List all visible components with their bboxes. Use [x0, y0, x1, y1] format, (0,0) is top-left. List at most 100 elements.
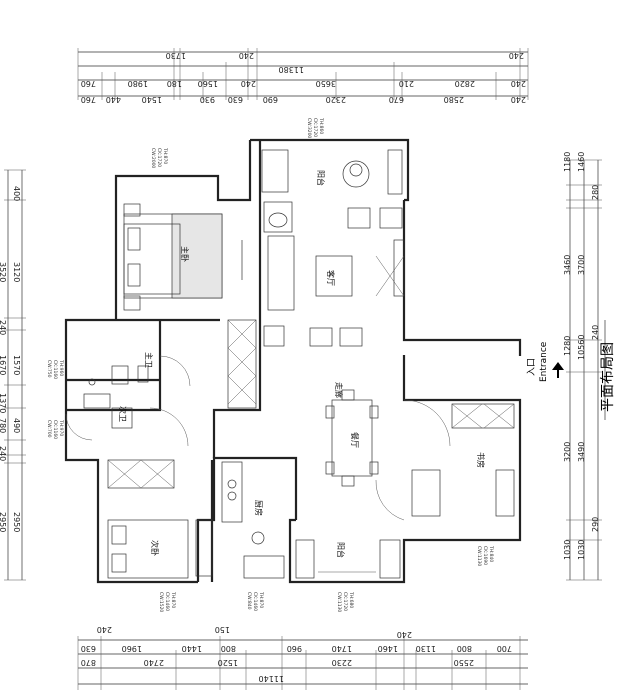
win-note-k-1: CK:1460 [252, 592, 258, 611]
dim-right-2: 280 [591, 185, 600, 200]
dim-right-7: 10560 [577, 335, 586, 360]
dim-right-1: 1460 [577, 152, 586, 172]
dim-right-0: 1180 [563, 152, 572, 172]
dim-left-1: 3520 [0, 262, 7, 282]
dim-right-11: 1030 [563, 540, 572, 560]
dim-bot-r2-3: 800 [221, 644, 236, 653]
win-note-bb-2: TH:680 [348, 591, 354, 608]
dim-bot-r3-0: 870 [81, 658, 96, 667]
dim-left-11: 2950 [12, 512, 21, 532]
dim-top-r2-2: 180 [167, 79, 182, 88]
dim-right-10: 290 [591, 517, 600, 532]
dim-top-r2-3: 1560 [198, 79, 218, 88]
room-label-kitchen: 厨房 [254, 500, 264, 516]
dim-bot-r3-4: 2550 [454, 658, 474, 667]
dim-left-8: 490 [12, 418, 21, 433]
room-label-main-bath: 主卫 [144, 352, 154, 368]
dim-right-3: 3460 [563, 255, 572, 275]
dim-right-4: 3700 [577, 255, 586, 275]
room-label-corridor: 走廊 [334, 382, 344, 398]
study-room: 书房 CW:1130 CK:1690 TH:840 [403, 399, 515, 566]
dim-top-r3-4: 630 [228, 95, 243, 104]
dim-top-r2-0: 760 [81, 79, 96, 88]
dim-bot-r1-0: 240 [97, 625, 112, 634]
dining-area: 走廊 餐厅 [325, 382, 405, 521]
win-note-m-2: TH:870 [162, 147, 168, 164]
dim-left-9: 240 [0, 446, 7, 461]
walls [64, 138, 522, 584]
room-label-master-bedroom: 主卧 [180, 246, 190, 262]
dim-bot-r2-6: 1460 [378, 644, 398, 653]
win-note-st-2: TH:840 [488, 545, 494, 562]
balcony-top-room: 阳台 CW:3200 CK:1720 TH:860 [261, 117, 403, 195]
win-note-sb-2: TH:970 [58, 419, 64, 436]
room-label-balcony-top: 阳台 [316, 170, 326, 186]
dim-bot-r3-2: 1520 [218, 658, 238, 667]
dim-top-r3-0: 760 [81, 95, 96, 104]
win-note-st-1: CK:1690 [482, 546, 488, 565]
dim-right-6: 1280 [563, 336, 572, 356]
room-label-dining: 餐厅 [350, 432, 359, 448]
kitchen: 厨房 CW:840 CK:1460 TH:870 [221, 461, 285, 611]
master-bedroom: 主卧 CW:2000 CK:1720 TH:870 [123, 147, 243, 311]
dim-left-2: 3120 [12, 262, 21, 282]
dim-left-10: 2950 [0, 512, 7, 532]
win-note-m-0: CW:2000 [150, 148, 156, 168]
entrance-arrow-icon [552, 362, 564, 370]
dim-top-r3-1: 440 [106, 95, 121, 104]
left-dimensions: 400 3520 3120 240 1670 1570 1370 780 490… [0, 169, 26, 581]
dim-left-4: 1670 [0, 355, 7, 375]
bottom-dimensions: 240 150 240 630 1960 1440 800 960 1740 1… [77, 625, 528, 690]
win-note-sbd-1: CK:1460 [164, 592, 170, 611]
win-note-sbd-0: CW:1520 [158, 592, 164, 612]
dim-top-r3-7: 670 [389, 95, 404, 104]
dim-bot-r2-8: 800 [457, 644, 472, 653]
dim-bot-r3-1: 2740 [144, 658, 164, 667]
dim-top-r3-2: 1540 [142, 95, 162, 104]
top-dimensions: 1730 240 240 11380 760 1980 180 1560 240… [77, 48, 529, 104]
room-label-balcony-bottom: 阳台 [336, 542, 346, 558]
dim-bot-r1-1: 150 [215, 625, 230, 634]
win-note-sbd-2: TH:870 [170, 591, 176, 608]
dim-left-0: 400 [12, 186, 21, 201]
win-note-sb-0: CW:700 [46, 420, 52, 438]
dim-bot-r1-2: 240 [397, 630, 412, 639]
dim-top-r2-5: 3650 [316, 79, 336, 88]
room-label-second-bath: 次卫 [118, 406, 128, 422]
dim-top-2: 240 [239, 51, 254, 60]
win-note-st-0: CW:1130 [476, 546, 482, 566]
win-note-bt-0: CW:3200 [306, 118, 312, 138]
dim-top-r2-8: 240 [511, 79, 526, 88]
dim-left-5: 1570 [12, 355, 21, 375]
dim-top-r2-4: 240 [241, 79, 256, 88]
room-label-study: 书房 [476, 452, 486, 468]
room-label-living: 客厅 [326, 270, 336, 286]
dim-right-5: 240 [591, 325, 600, 340]
dim-top-3: 240 [509, 51, 524, 60]
dim-bot-r2-5: 1740 [332, 644, 352, 653]
balcony-bottom-room: 阳台 CW:1130 CK:1720 TH:680 [295, 539, 401, 612]
dim-right-12: 1030 [577, 540, 586, 560]
win-note-k-0: CW:840 [246, 592, 252, 610]
dim-bot-total: 11140 [259, 674, 284, 683]
dim-top-r3-6: 2320 [326, 95, 346, 104]
dim-left-7: 780 [0, 418, 7, 433]
dim-left-6: 1370 [0, 393, 7, 413]
wardrobe-column [227, 319, 257, 409]
win-note-m-1: CK:1720 [156, 148, 162, 167]
dim-top-r2-1: 1980 [128, 79, 148, 88]
dim-left-3: 240 [0, 320, 7, 335]
win-note-bb-0: CW:1130 [336, 592, 342, 612]
dim-top-r3-5: 690 [263, 95, 278, 104]
dim-bot-r2-1: 1960 [122, 644, 142, 653]
dim-right-8: 3200 [563, 442, 572, 462]
bathrooms: 主卫 次卫 CW:750 CK:1160 TH:960 CW:700 CK:11… [46, 352, 191, 441]
win-note-bt-2: TH:860 [318, 117, 324, 134]
win-note-mb-1: CK:1160 [52, 360, 58, 379]
dim-right-9: 3490 [577, 442, 586, 462]
dim-bot-r3-3: 2230 [332, 658, 352, 667]
win-note-bt-1: CK:1720 [312, 118, 318, 137]
win-note-k-2: TH:870 [258, 591, 264, 608]
dim-bot-r2-4: 960 [287, 644, 302, 653]
